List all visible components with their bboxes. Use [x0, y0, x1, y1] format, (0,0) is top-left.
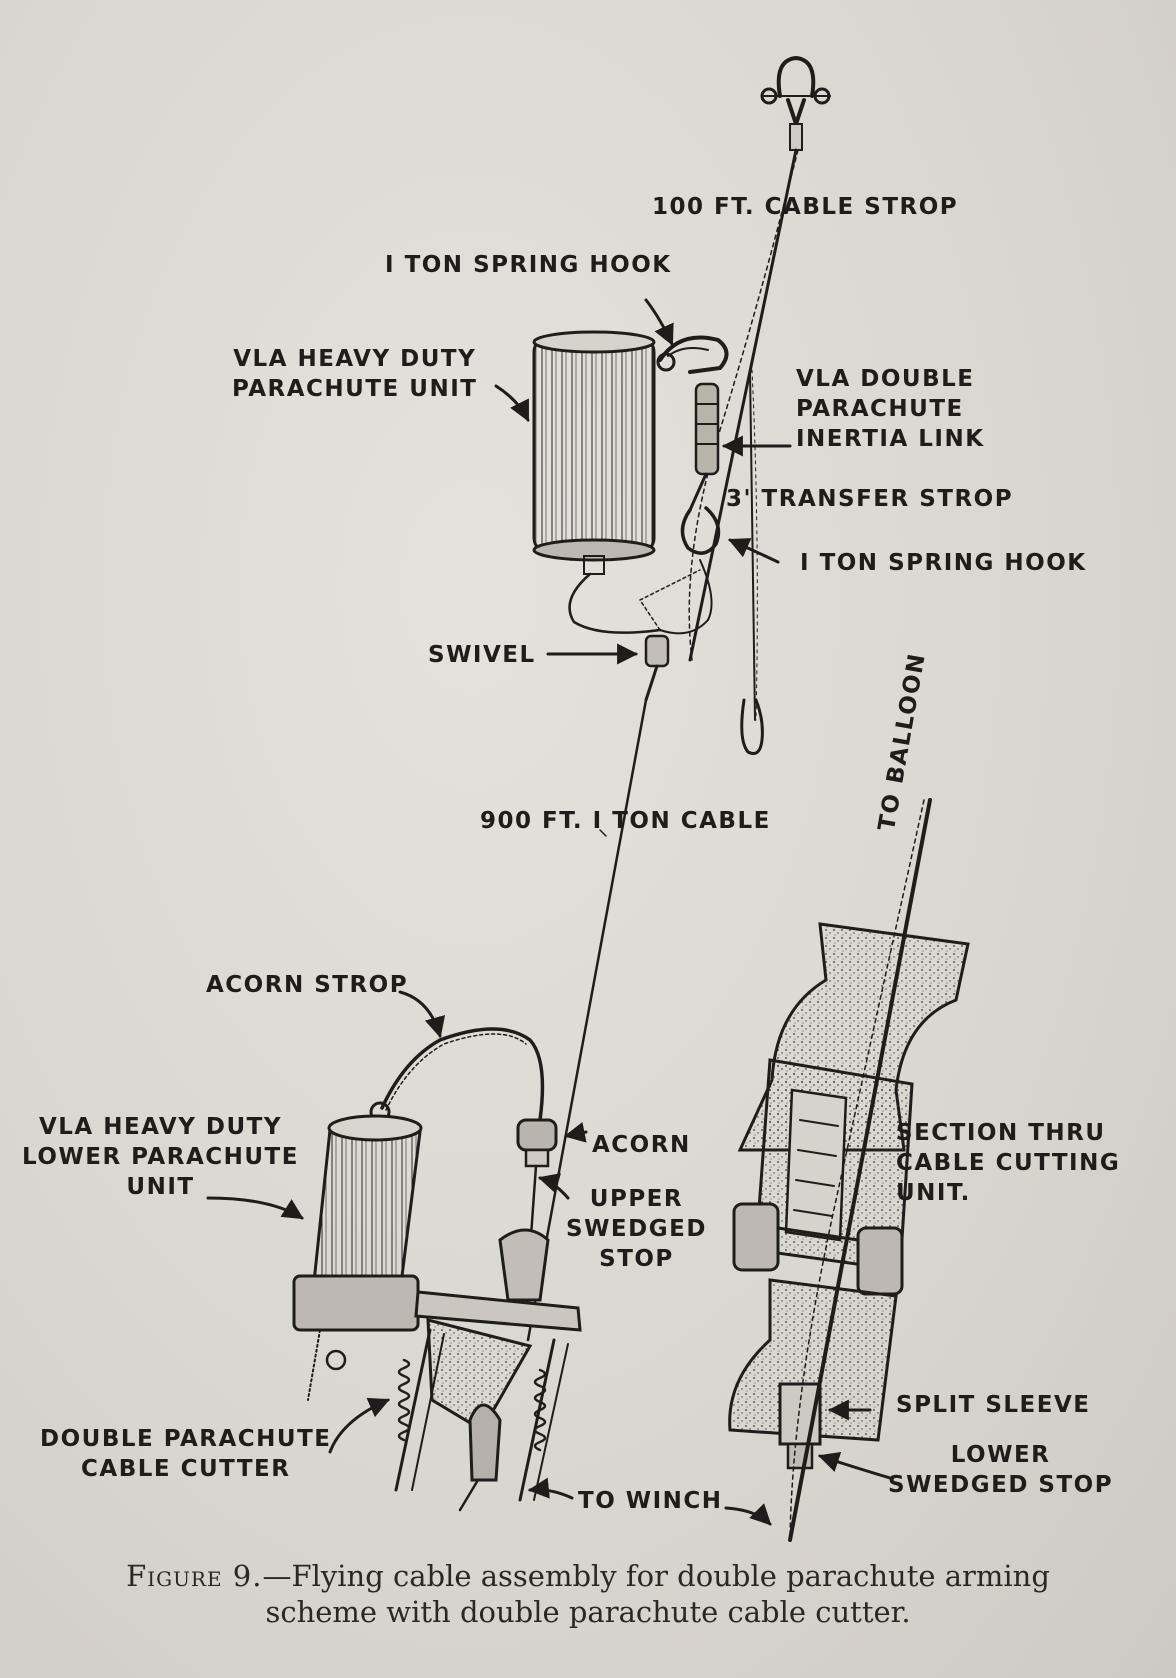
label-cable-cutter: DOUBLE PARACHUTE CABLE CUTTER — [40, 1424, 332, 1484]
label-line: SWEDGED — [566, 1216, 707, 1242]
lower-parachute-unit — [292, 1114, 423, 1401]
caption-line-1: Figure 9.—Flying cable assembly for doub… — [0, 1558, 1176, 1594]
label-inertia-link: VLA DOUBLE PARACHUTE INERTIA LINK — [796, 364, 985, 454]
figure-number: Figure 9. — [126, 1559, 263, 1593]
label-line: UPPER — [589, 1186, 684, 1212]
figure-caption: Figure 9.—Flying cable assembly for doub… — [0, 1558, 1176, 1630]
label-line: SECTION THRU — [896, 1120, 1106, 1146]
cable-strop-100-ft — [688, 148, 799, 755]
label-line: CABLE CUTTING — [896, 1150, 1121, 1176]
label-acorn: ACORN — [592, 1132, 691, 1158]
label-cable-strop-100: 100 FT. CABLE STROP — [652, 194, 959, 220]
shackle-icon — [760, 55, 831, 151]
inertia-link — [688, 382, 720, 512]
label-to-winch: TO WINCH — [578, 1488, 723, 1514]
label-line: DOUBLE PARACHUTE — [40, 1426, 332, 1452]
label-line: VLA HEAVY DUTY — [38, 1114, 282, 1140]
label-lower-stop: LOWER SWEDGED STOP — [888, 1440, 1113, 1500]
label-line: UNIT. — [896, 1180, 971, 1206]
label-line: PARACHUTE UNIT — [232, 376, 478, 402]
caption-line-2: scheme with double parachute cable cutte… — [265, 1595, 911, 1629]
label-spring-hook-lower: I TON SPRING HOOK — [800, 550, 1087, 576]
label-upper-stop: UPPER SWEDGED STOP — [566, 1184, 707, 1274]
label-heavy-duty-unit: VLA HEAVY DUTY PARACHUTE UNIT — [232, 344, 477, 404]
double-parachute-cable-cutter — [394, 1228, 582, 1512]
label-lower-unit: VLA HEAVY DUTY LOWER PARACHUTE UNIT — [22, 1112, 299, 1202]
label-swivel: SWIVEL — [428, 642, 536, 668]
caption-text: —Flying cable assembly for double parach… — [262, 1559, 1050, 1593]
label-cable-900: 900 FT. I TON CABLE — [480, 808, 771, 834]
label-line: VLA HEAVY DUTY — [233, 346, 477, 372]
cable-900-ft — [526, 698, 648, 1342]
swivel — [644, 634, 670, 702]
spring-hook-icon — [656, 335, 729, 374]
section-cable-cutting-unit — [728, 798, 970, 1542]
heavy-duty-parachute-unit — [532, 330, 662, 634]
label-line: CABLE CUTTER — [81, 1456, 291, 1482]
label-line: PARACHUTE — [796, 396, 964, 422]
label-section-thru: SECTION THRU CABLE CUTTING UNIT. — [896, 1118, 1120, 1208]
label-line: SWEDGED STOP — [888, 1472, 1114, 1498]
label-line: VLA DOUBLE — [796, 366, 975, 392]
label-line: LOWER PARACHUTE — [22, 1144, 299, 1170]
label-spring-hook-top: I TON SPRING HOOK — [385, 252, 672, 278]
label-transfer-strop: 3' TRANSFER STROP — [726, 486, 1014, 512]
label-line: STOP — [599, 1246, 674, 1272]
acorn-strop — [369, 1027, 545, 1123]
label-acorn-strop: ACORN STROP — [206, 972, 409, 998]
acorn — [516, 1118, 558, 1252]
label-split-sleeve: SPLIT SLEEVE — [896, 1392, 1091, 1418]
leader-arrows — [206, 298, 892, 1526]
label-line: LOWER — [950, 1442, 1051, 1468]
lower-spring-hook — [638, 506, 721, 635]
label-line: INERTIA LINK — [796, 426, 985, 452]
label-line: UNIT — [126, 1174, 195, 1200]
